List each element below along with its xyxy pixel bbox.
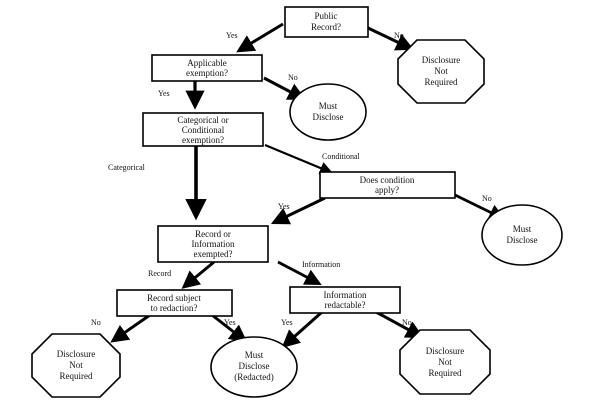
node-text: Information <box>192 239 235 249</box>
label-categorical: Categorical <box>108 163 146 172</box>
node-must-disclose-redacted: Must Disclose (Redacted) <box>210 336 298 398</box>
node-text: Disclosure <box>422 55 461 65</box>
node-text: to redaction? <box>151 303 198 313</box>
edge-public-yes <box>236 22 284 53</box>
node-text: Not <box>438 357 452 367</box>
node-text: Not <box>69 360 83 370</box>
node-text: Required <box>60 371 93 381</box>
node-text: exempted? <box>194 249 233 259</box>
label-record: Record <box>148 269 171 278</box>
node-disclosure-not-required-right: Disclosure Not Required <box>399 329 491 395</box>
edge-conditional <box>264 143 334 175</box>
node-text: redactable? <box>325 300 366 310</box>
node-record-or-information: Record or Information exempted? <box>157 225 269 263</box>
node-text: Categorical or <box>177 115 228 125</box>
label-public-no: No <box>394 31 404 40</box>
node-text: Conditional <box>182 125 225 135</box>
node-text: Required <box>429 368 462 378</box>
node-text: Record or <box>195 229 231 239</box>
label-conditional: Conditional <box>322 152 361 161</box>
node-text: Record? <box>311 22 341 32</box>
node-does-condition-apply: Does condition apply? <box>319 171 456 199</box>
node-text: Disclosure <box>57 349 96 359</box>
edge-condition-yes <box>270 196 326 225</box>
label-information: Information <box>302 260 340 269</box>
node-text: Does condition <box>360 175 415 185</box>
label-redaction-no: No <box>91 318 101 327</box>
node-text: Disclose <box>239 361 270 371</box>
node-must-disclose-1: Must Disclose <box>289 83 367 141</box>
node-text: exemption? <box>182 135 224 145</box>
edge-redactable-no <box>375 310 424 339</box>
node-text: Not <box>434 66 448 76</box>
edge-labels: Yes No Yes No Categorical Conditional Ye… <box>91 31 492 327</box>
node-text: Must <box>245 350 264 360</box>
node-text: Required <box>425 77 458 87</box>
edge-redaction-yes <box>211 313 248 343</box>
node-text: Disclosure <box>426 346 465 356</box>
node-must-disclose-2: Must Disclose <box>481 204 563 266</box>
node-public-record: Public Record? <box>284 6 369 38</box>
label-condition-yes: Yes <box>278 202 290 211</box>
label-redactable-yes: Yes <box>281 318 293 327</box>
label-redaction-yes: Yes <box>224 318 236 327</box>
edges <box>110 22 506 348</box>
edge-information <box>277 260 322 285</box>
node-categorical-or-conditional: Categorical or Conditional exemption? <box>142 112 264 147</box>
label-public-yes: Yes <box>226 31 238 40</box>
node-text: Disclose <box>313 112 344 122</box>
edge-redactable-yes <box>281 310 323 348</box>
node-text: Must <box>513 224 532 234</box>
node-disclosure-not-required-top: Disclosure Not Required <box>397 39 485 104</box>
node-text: apply? <box>375 185 399 195</box>
node-record-subject-to-redaction: Record subject to redaction? <box>116 289 233 317</box>
edge-redaction-no <box>110 313 151 343</box>
label-applicable-no: No <box>288 73 298 82</box>
node-text: (Redacted) <box>234 372 273 382</box>
node-text: Information <box>324 290 367 300</box>
node-disclosure-not-required-left: Disclosure Not Required <box>31 333 121 398</box>
node-information-redactable: Information redactable? <box>289 286 401 314</box>
label-redactable-no: No <box>402 318 412 327</box>
node-applicable-exemption: Applicable exemption? <box>151 54 263 82</box>
node-text: Disclose <box>507 235 538 245</box>
node-text: exemption? <box>186 68 228 78</box>
edge-record <box>181 260 215 289</box>
label-applicable-yes: Yes <box>158 89 170 98</box>
edge-applicable-no <box>263 76 306 101</box>
node-text: Applicable <box>187 58 227 68</box>
node-text: Record subject <box>147 293 201 303</box>
node-text: Public <box>314 11 337 21</box>
edge-public-no <box>367 26 415 51</box>
node-text: Must <box>319 101 338 111</box>
label-condition-no: No <box>482 194 492 203</box>
